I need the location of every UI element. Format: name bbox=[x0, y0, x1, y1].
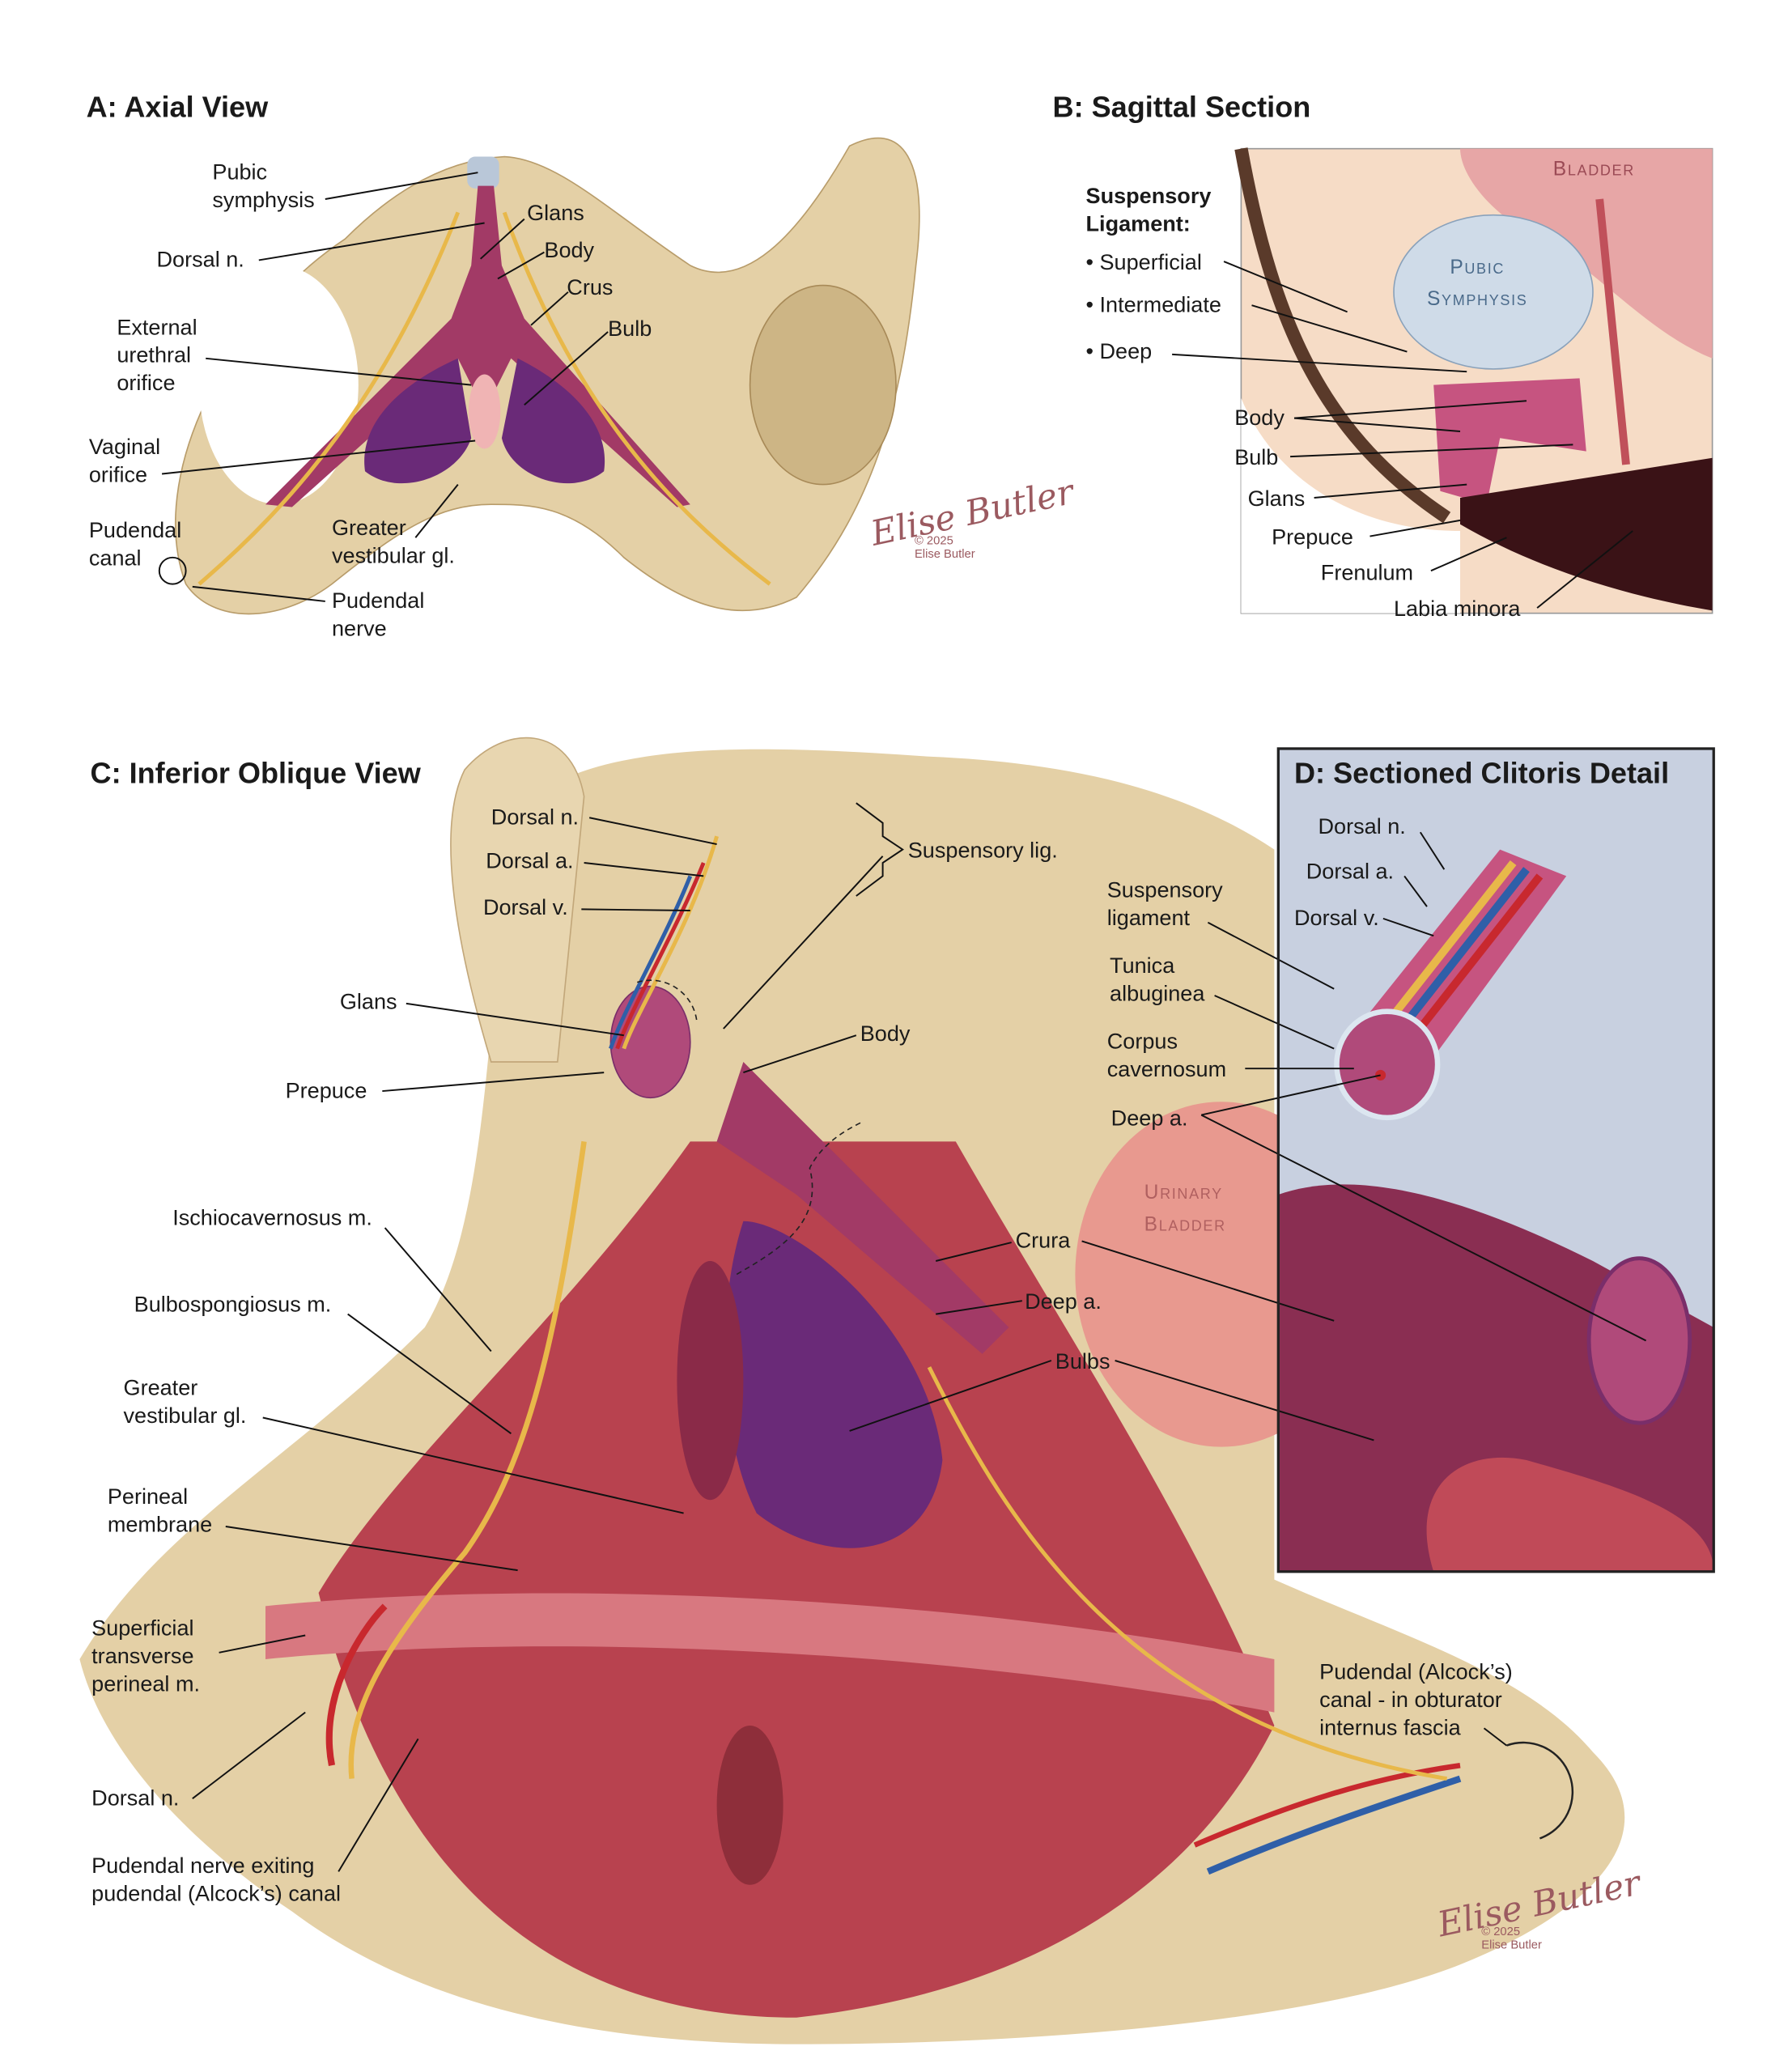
inferior-oblique-view-art bbox=[79, 737, 1625, 2044]
label-dorsal-n-lower: Dorsal n. bbox=[91, 1786, 180, 1811]
label-deep: • Deep bbox=[1085, 339, 1153, 364]
label-dorsal-n: Dorsal n. bbox=[490, 805, 580, 830]
axial-view-art bbox=[175, 137, 920, 615]
label-dorsal-a: Dorsal a. bbox=[486, 849, 574, 874]
label-bulb: Bulb bbox=[1234, 446, 1279, 470]
label-pudendal-nerve: Pudendal nerve bbox=[332, 589, 425, 642]
label-dorsal-n: Dorsal n. bbox=[156, 248, 244, 273]
label-pudendal-canal: Pudendal canal bbox=[88, 519, 182, 571]
label-superficial: • Superficial bbox=[1085, 250, 1202, 275]
label-glans: Glans bbox=[1247, 486, 1306, 512]
label-perineal-membrane: Perineal membrane bbox=[107, 1485, 213, 1538]
label-pudendal-canal: Pudendal (Alcock’s) canal - in obturator… bbox=[1319, 1660, 1513, 1741]
label-bulbospongiosus: Bulbospongiosus m. bbox=[134, 1293, 332, 1317]
panel-b-title: B: Sagittal Section bbox=[1052, 90, 1311, 124]
label-greater-vestibular-gl: Greater vestibular gl. bbox=[332, 516, 455, 568]
label-frenulum: Frenulum bbox=[1320, 561, 1414, 586]
label-tunica-albuginea: Tunica albuginea bbox=[1110, 954, 1205, 1007]
panel-d-title: D: Sectioned Clitoris Detail bbox=[1294, 756, 1670, 790]
label-deep-a: Deep a. bbox=[1110, 1106, 1188, 1132]
label-greater-vestibular-gl: Greater vestibular gl. bbox=[123, 1376, 247, 1429]
label-bulbs: Bulbs bbox=[1055, 1349, 1110, 1374]
signature-copyright: © 2025 Elise Butler bbox=[914, 533, 975, 561]
panel-a-title: A: Axial View bbox=[86, 90, 269, 124]
label-body: Body bbox=[544, 239, 595, 263]
label-superficial-transverse-perineal: Superficial transverse perineal m. bbox=[91, 1616, 201, 1696]
label-body: Body bbox=[860, 1021, 911, 1047]
label-bulb: Bulb bbox=[608, 316, 652, 342]
label-external-urethral-orifice: External urethral orifice bbox=[117, 316, 197, 396]
label-dorsal-n: Dorsal n. bbox=[1318, 814, 1406, 839]
label-suspensory-lig: Suspensory lig. bbox=[907, 839, 1058, 863]
sectioned-detail-art bbox=[1278, 748, 1714, 1572]
label-dorsal-v: Dorsal v. bbox=[1294, 906, 1379, 931]
detail-panel-frame bbox=[1276, 747, 1715, 1573]
label-crura: Crura bbox=[1015, 1229, 1071, 1254]
label-pubic-symphysis-b: Pubic Symphysis bbox=[1427, 256, 1528, 311]
label-prepuce: Prepuce bbox=[1272, 525, 1353, 550]
panel-c-title: C: Inferior Oblique View bbox=[90, 756, 421, 790]
label-pudendal-nerve-exiting: Pudendal nerve exiting pudendal (Alcock’… bbox=[91, 1854, 342, 1907]
label-pubic-symphysis: Pubic symphysis bbox=[212, 160, 315, 213]
label-dorsal-a: Dorsal a. bbox=[1306, 860, 1395, 885]
signature-copyright: © 2025 Elise Butler bbox=[1481, 1925, 1542, 1951]
label-vaginal-orifice: Vaginal orifice bbox=[88, 435, 161, 487]
label-crus: Crus bbox=[567, 276, 614, 300]
leader-lines bbox=[158, 172, 1647, 1872]
sagittal-section-art bbox=[1234, 147, 1713, 614]
artist-signature-c: Elise Butler © 2025 Elise Butler bbox=[1434, 1864, 1644, 1951]
label-body: Body bbox=[1234, 405, 1285, 431]
label-intermediate: • Intermediate bbox=[1085, 293, 1221, 317]
label-glans: Glans bbox=[339, 990, 397, 1014]
label-deep-a: Deep a. bbox=[1025, 1290, 1102, 1314]
artist-signature-a: Elise Butler © 2025 Elise Butler bbox=[868, 473, 1077, 561]
label-labia-minora: Labia minora bbox=[1394, 597, 1521, 622]
label-glans: Glans bbox=[527, 202, 584, 226]
label-corpus-cavernosum: Corpus cavernosum bbox=[1106, 1030, 1227, 1082]
label-urinary-bladder: Urinary Bladder bbox=[1144, 1181, 1226, 1236]
label-suspensory-ligament: Suspensory ligament bbox=[1106, 878, 1223, 931]
label-ischiocavernosus: Ischiocavernosus m. bbox=[172, 1206, 372, 1231]
label-prepuce: Prepuce bbox=[285, 1079, 367, 1103]
label-suspensory-ligament: Suspensory Ligament: bbox=[1085, 184, 1212, 236]
label-bladder: Bladder bbox=[1552, 158, 1635, 181]
label-dorsal-v: Dorsal v. bbox=[482, 896, 568, 920]
